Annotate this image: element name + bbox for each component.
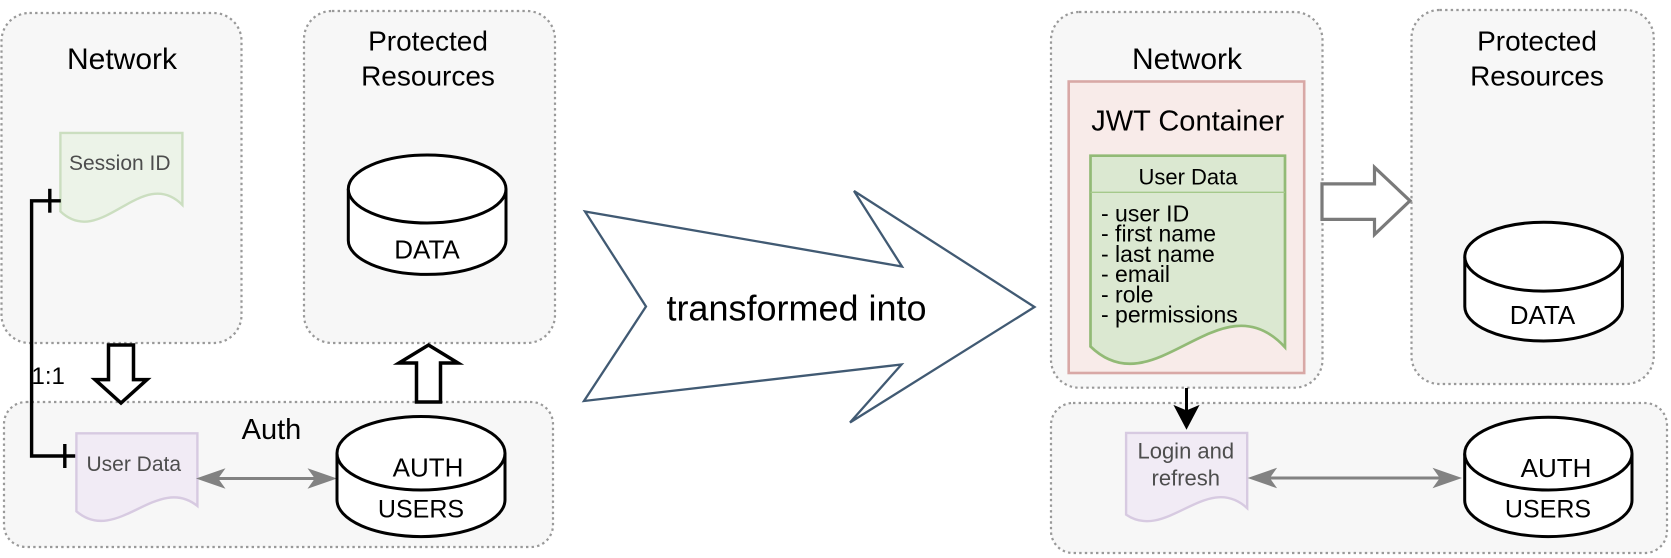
svg-text:User Data: User Data [1138, 164, 1238, 189]
svg-text:AUTH: AUTH [393, 452, 464, 482]
svg-text:Protected: Protected [1477, 26, 1597, 57]
svg-text:AUTH: AUTH [1521, 453, 1592, 483]
svg-text:- role: - role [1101, 281, 1153, 307]
svg-text:- permissions: - permissions [1101, 302, 1238, 328]
svg-text:- user ID: - user ID [1101, 201, 1189, 227]
svg-text:DATA: DATA [394, 234, 460, 264]
svg-text:Session ID: Session ID [69, 152, 171, 175]
svg-text:Resources: Resources [361, 61, 495, 92]
svg-text:Network: Network [67, 43, 178, 76]
svg-text:- email: - email [1101, 261, 1170, 287]
svg-text:transformed into: transformed into [666, 287, 926, 328]
svg-text:1:1: 1:1 [32, 363, 65, 390]
svg-text:refresh: refresh [1152, 465, 1220, 490]
svg-text:- last name: - last name [1101, 241, 1215, 267]
svg-text:Network: Network [1132, 43, 1243, 76]
svg-text:Login and: Login and [1137, 439, 1234, 464]
svg-text:USERS: USERS [1505, 496, 1591, 524]
svg-text:User Data: User Data [87, 453, 182, 476]
svg-text:- first name: - first name [1101, 221, 1216, 247]
svg-text:Auth: Auth [242, 414, 302, 446]
svg-text:JWT Container: JWT Container [1091, 105, 1284, 137]
svg-text:Protected: Protected [368, 26, 488, 57]
svg-text:USERS: USERS [378, 496, 464, 524]
svg-text:Resources: Resources [1470, 61, 1604, 92]
svg-text:DATA: DATA [1510, 300, 1576, 330]
